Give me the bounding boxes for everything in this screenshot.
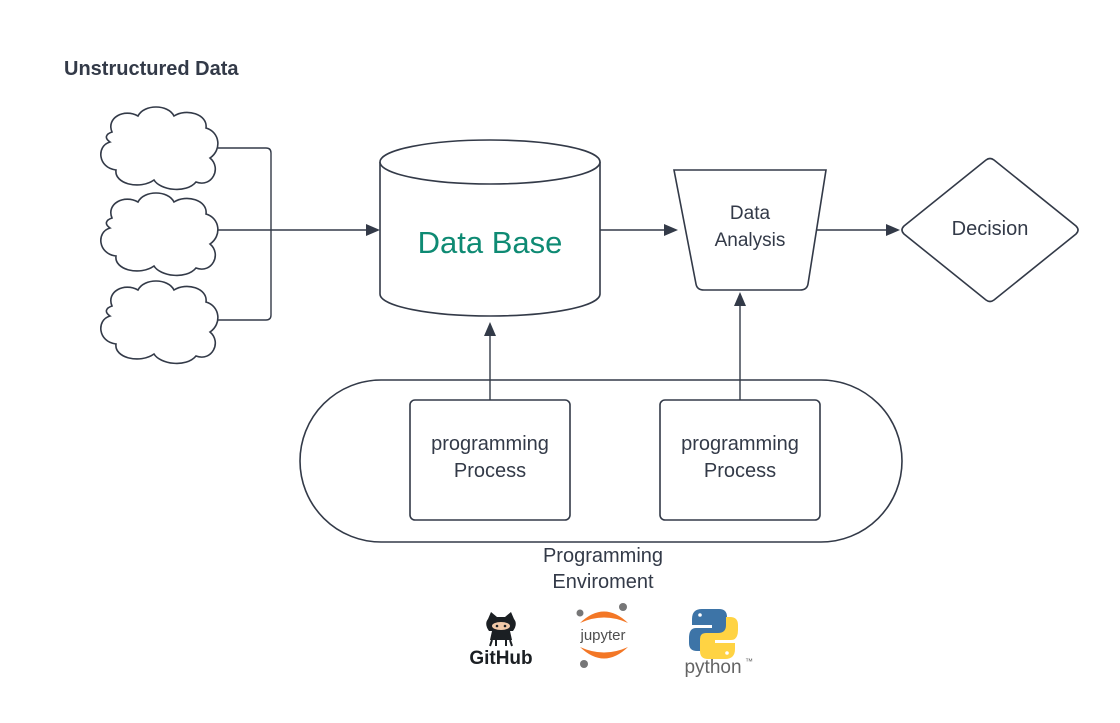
cloud-icon [100,192,219,277]
diagram-title: Unstructured Data [64,58,239,80]
github-logo-text: GitHub [469,648,532,669]
process-left-label-line1: programming [431,433,549,455]
python-logo: python ™ [684,609,753,678]
cloud-icon [100,280,219,365]
arrowhead [664,224,678,236]
decision-diamond [901,157,1079,303]
cloud-connector [218,230,272,321]
data-analysis-label-line2: Analysis [715,230,786,251]
cloud-icon [100,106,219,191]
environment-label-line1: Programming [543,545,663,567]
process-right-label-line1: programming [681,433,799,455]
jupyter-logo: jupyter [576,603,628,668]
arrowhead [886,224,900,236]
python-logo-text: python [684,657,741,678]
jupyter-logo-text: jupyter [579,627,625,644]
python-trademark: ™ [745,657,753,666]
data-analysis-trapezoid [673,169,827,291]
jupyter-icon [576,603,628,668]
process-right-label-line2: Process [704,460,776,482]
arrowhead [366,224,380,236]
process-left-label-line2: Process [454,460,526,482]
arrowhead [734,292,746,306]
database-cylinder [379,139,601,317]
cloud-connector [218,147,272,230]
github-octocat-icon [486,612,516,647]
decision-label: Decision [952,218,1029,240]
database-label: Data Base [418,225,563,260]
data-analysis-label-line1: Data [730,203,771,224]
environment-label-line2: Enviroment [552,571,654,593]
arrowhead [484,322,496,336]
python-icon [689,609,738,659]
github-logo: GitHub [463,605,539,681]
